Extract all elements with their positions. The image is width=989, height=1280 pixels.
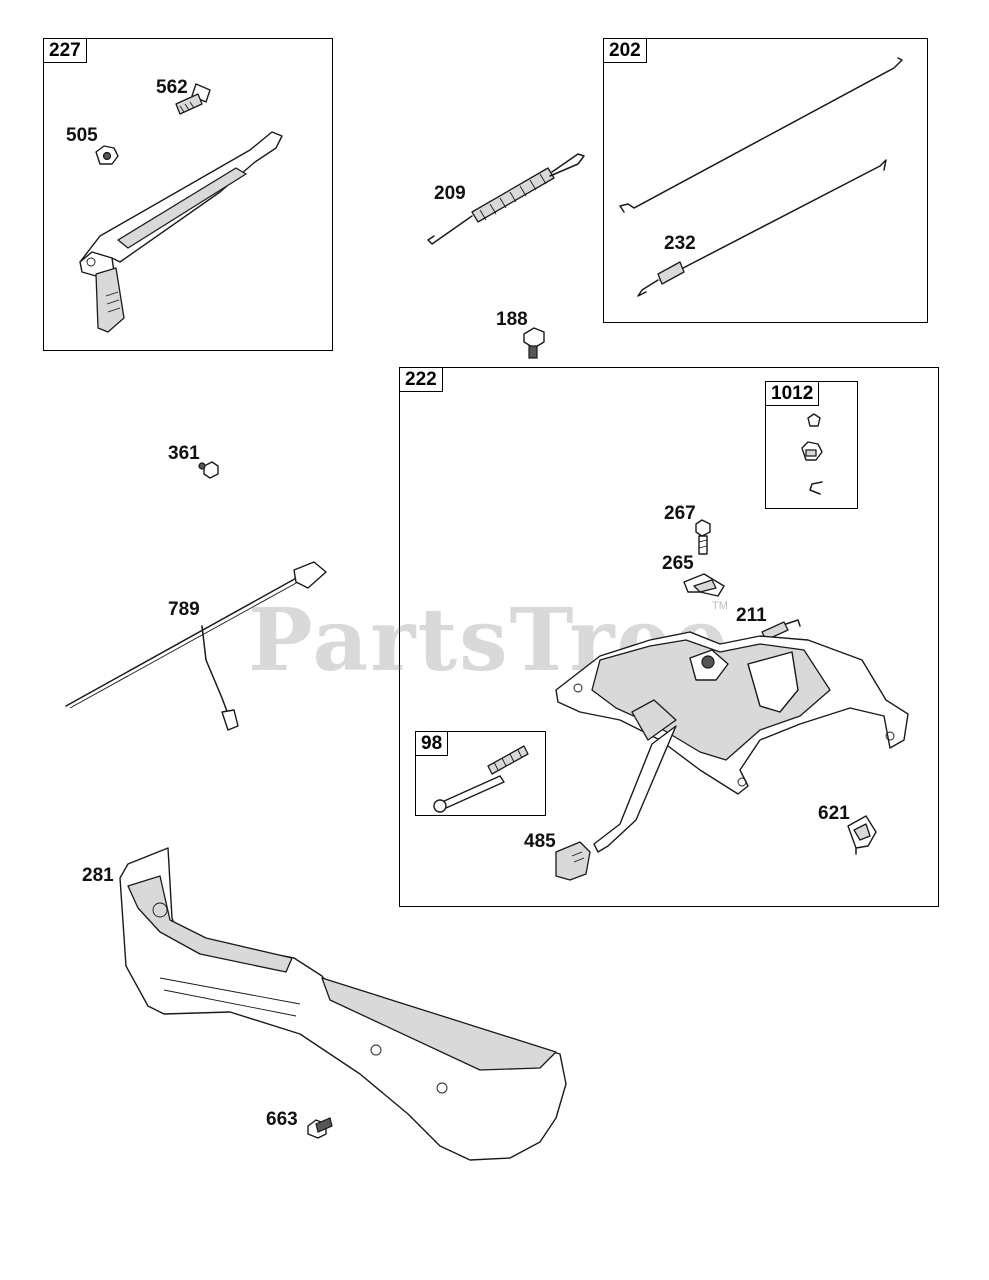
part-505-nut (95, 145, 119, 165)
callout-232: 232 (664, 233, 696, 254)
group-box-227: 227 (43, 38, 333, 351)
callout-281: 281 (82, 865, 114, 886)
part-232-spring-rod (637, 159, 887, 297)
callout-789: 789 (168, 599, 200, 620)
part-222-bracket (555, 631, 909, 853)
part-267-bolt (695, 519, 711, 555)
callout-209: 209 (434, 183, 466, 204)
callout-663: 663 (266, 1109, 298, 1130)
group-box-1012: 1012 (765, 381, 858, 509)
group-tab-98: 98 (416, 732, 449, 756)
callout-562: 562 (156, 77, 188, 98)
callout-267: 267 (664, 503, 696, 524)
callout-265: 265 (662, 553, 694, 574)
group-tab-222: 222 (400, 368, 443, 392)
callout-211: 211 (736, 605, 767, 626)
group-box-202: 202 (603, 38, 928, 323)
callout-505: 505 (66, 125, 98, 146)
group-tab-202: 202 (604, 39, 647, 63)
part-281-shroud (119, 847, 567, 1161)
group-box-222: 222 (399, 367, 939, 907)
group-box-98: 98 (415, 731, 546, 816)
part-789-wire (65, 561, 327, 731)
callout-188: 188 (496, 309, 528, 330)
watermark-trademark: TM (712, 600, 728, 612)
callout-621: 621 (818, 803, 850, 824)
group-tab-227: 227 (44, 39, 87, 63)
part-265-clip (683, 573, 725, 597)
part-663-bolt (307, 1117, 333, 1139)
part-202-rod (619, 57, 903, 213)
part-485-grip (555, 841, 591, 881)
part-227-lever-arm (79, 131, 283, 333)
group-tab-1012: 1012 (766, 382, 820, 406)
part-209-spring (427, 153, 585, 245)
part-188-bolt (523, 327, 545, 359)
part-361-screw (198, 461, 219, 479)
part-1012-kit (801, 413, 823, 495)
callout-485: 485 (524, 831, 556, 852)
callout-361: 361 (168, 443, 200, 464)
part-98-pin-spring (433, 745, 529, 813)
part-562-bolt (175, 83, 211, 115)
part-621-clip (847, 815, 877, 855)
